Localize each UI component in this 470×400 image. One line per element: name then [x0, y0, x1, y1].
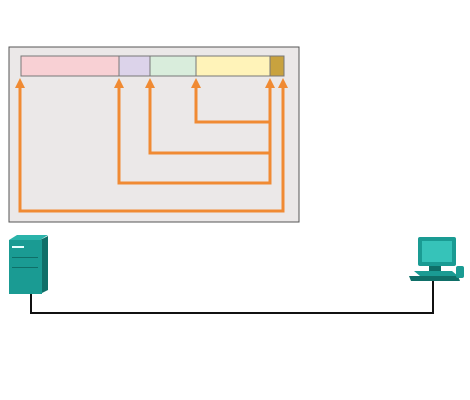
frame-fields — [20, 55, 285, 77]
arrowhead-field-1 — [15, 78, 25, 88]
network-link — [30, 281, 434, 314]
arrow-field-3 — [148, 86, 272, 155]
arrowhead-field-4 — [191, 78, 201, 88]
arrowhead-field-2 — [114, 78, 124, 88]
arrowhead-field-5 — [278, 78, 288, 88]
arrow-field-4 — [194, 82, 272, 124]
encapsulation-arrows — [18, 82, 285, 213]
arrowhead-field-3 — [145, 78, 155, 88]
frame-field-5 — [269, 55, 285, 77]
frame-field-2 — [118, 55, 151, 77]
arrowhead-field-4b — [265, 78, 275, 88]
frame-field-4 — [195, 55, 271, 77]
frame-field-1 — [20, 55, 120, 77]
arrowheads — [15, 78, 288, 88]
desktop-computer-icon — [409, 237, 464, 281]
arrow-field-2 — [117, 86, 272, 185]
arrow-field-1 — [18, 86, 285, 213]
frame-field-3 — [149, 55, 197, 77]
server-icon — [9, 235, 48, 294]
